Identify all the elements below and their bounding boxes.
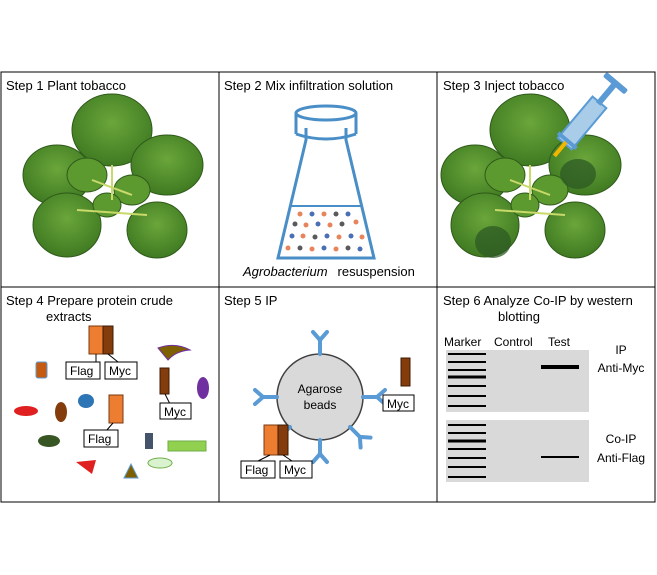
blot-column-control: Control xyxy=(494,335,533,349)
myc-tag-label: Myc xyxy=(109,364,131,378)
protein-blob xyxy=(55,402,67,422)
step5-title: Step 5 IP xyxy=(224,293,277,308)
protein-blob xyxy=(76,460,96,474)
protein-blob xyxy=(145,433,153,449)
myc-tag xyxy=(104,361,138,380)
flag-tag-label: Flag xyxy=(88,432,111,446)
blot-label-anti-flag: Anti-Flag xyxy=(597,451,645,465)
protein-blob xyxy=(147,457,173,469)
bead-label-line2: beads xyxy=(304,398,337,412)
flag-tag-label: Flag xyxy=(245,463,268,477)
myc-tag xyxy=(279,460,313,479)
protein-blob xyxy=(78,394,94,408)
flag-tag-label: Flag xyxy=(70,364,93,378)
protein-myc-bar xyxy=(400,357,411,387)
blot-column-test: Test xyxy=(548,335,571,349)
step1-title: Step 1 Plant tobacco xyxy=(6,78,126,93)
blot-column-marker: Marker xyxy=(444,335,481,349)
flag-tag xyxy=(83,429,119,448)
myc-tag-label: Myc xyxy=(284,463,306,477)
step6-title-line1: Step 6 Analyze Co-IP by western xyxy=(443,293,633,308)
flag-tag xyxy=(65,361,101,380)
protein-flag-bar xyxy=(108,394,124,424)
myc-tag xyxy=(382,394,415,412)
marker-ladder xyxy=(448,424,486,478)
protein-flag-bar xyxy=(263,424,279,456)
protein-blob xyxy=(38,435,60,447)
protein-blob xyxy=(157,344,192,361)
protein-complex xyxy=(88,325,119,363)
step6-title-line2: blotting xyxy=(498,309,540,324)
step2-title: Step 2 Mix infiltration solution xyxy=(224,78,393,93)
blot-membrane-ip xyxy=(446,350,589,412)
step4-title-line2: extracts xyxy=(46,309,92,324)
infiltration-spot xyxy=(560,159,596,189)
blot-membrane-coip xyxy=(446,420,589,482)
blot-label-ip: IP xyxy=(615,343,626,357)
protein-myc-bar xyxy=(277,424,289,456)
blot-label-anti-myc: Anti-Myc xyxy=(598,361,645,375)
protein-blob xyxy=(14,406,38,416)
protein-blob xyxy=(35,361,48,379)
step4-title-line1: Step 4 Prepare protein crude xyxy=(6,293,173,308)
bead-label-line1: Agarose xyxy=(298,382,343,396)
protein-myc-bar xyxy=(159,367,170,395)
blot-label-coip: Co-IP xyxy=(606,432,637,446)
protein-blob xyxy=(197,377,209,399)
flask-icon xyxy=(276,104,376,260)
myc-tag-label: Myc xyxy=(387,397,409,411)
marker-ladder xyxy=(448,353,486,407)
protein-blob xyxy=(123,462,139,479)
infiltration-spot xyxy=(475,226,511,258)
protein-blob xyxy=(167,440,207,452)
step3-title: Step 3 Inject tobacco xyxy=(443,78,564,93)
myc-tag xyxy=(159,402,192,420)
myc-tag-label: Myc xyxy=(164,405,186,419)
flag-tag xyxy=(240,460,276,479)
syringe-icon xyxy=(552,72,628,158)
